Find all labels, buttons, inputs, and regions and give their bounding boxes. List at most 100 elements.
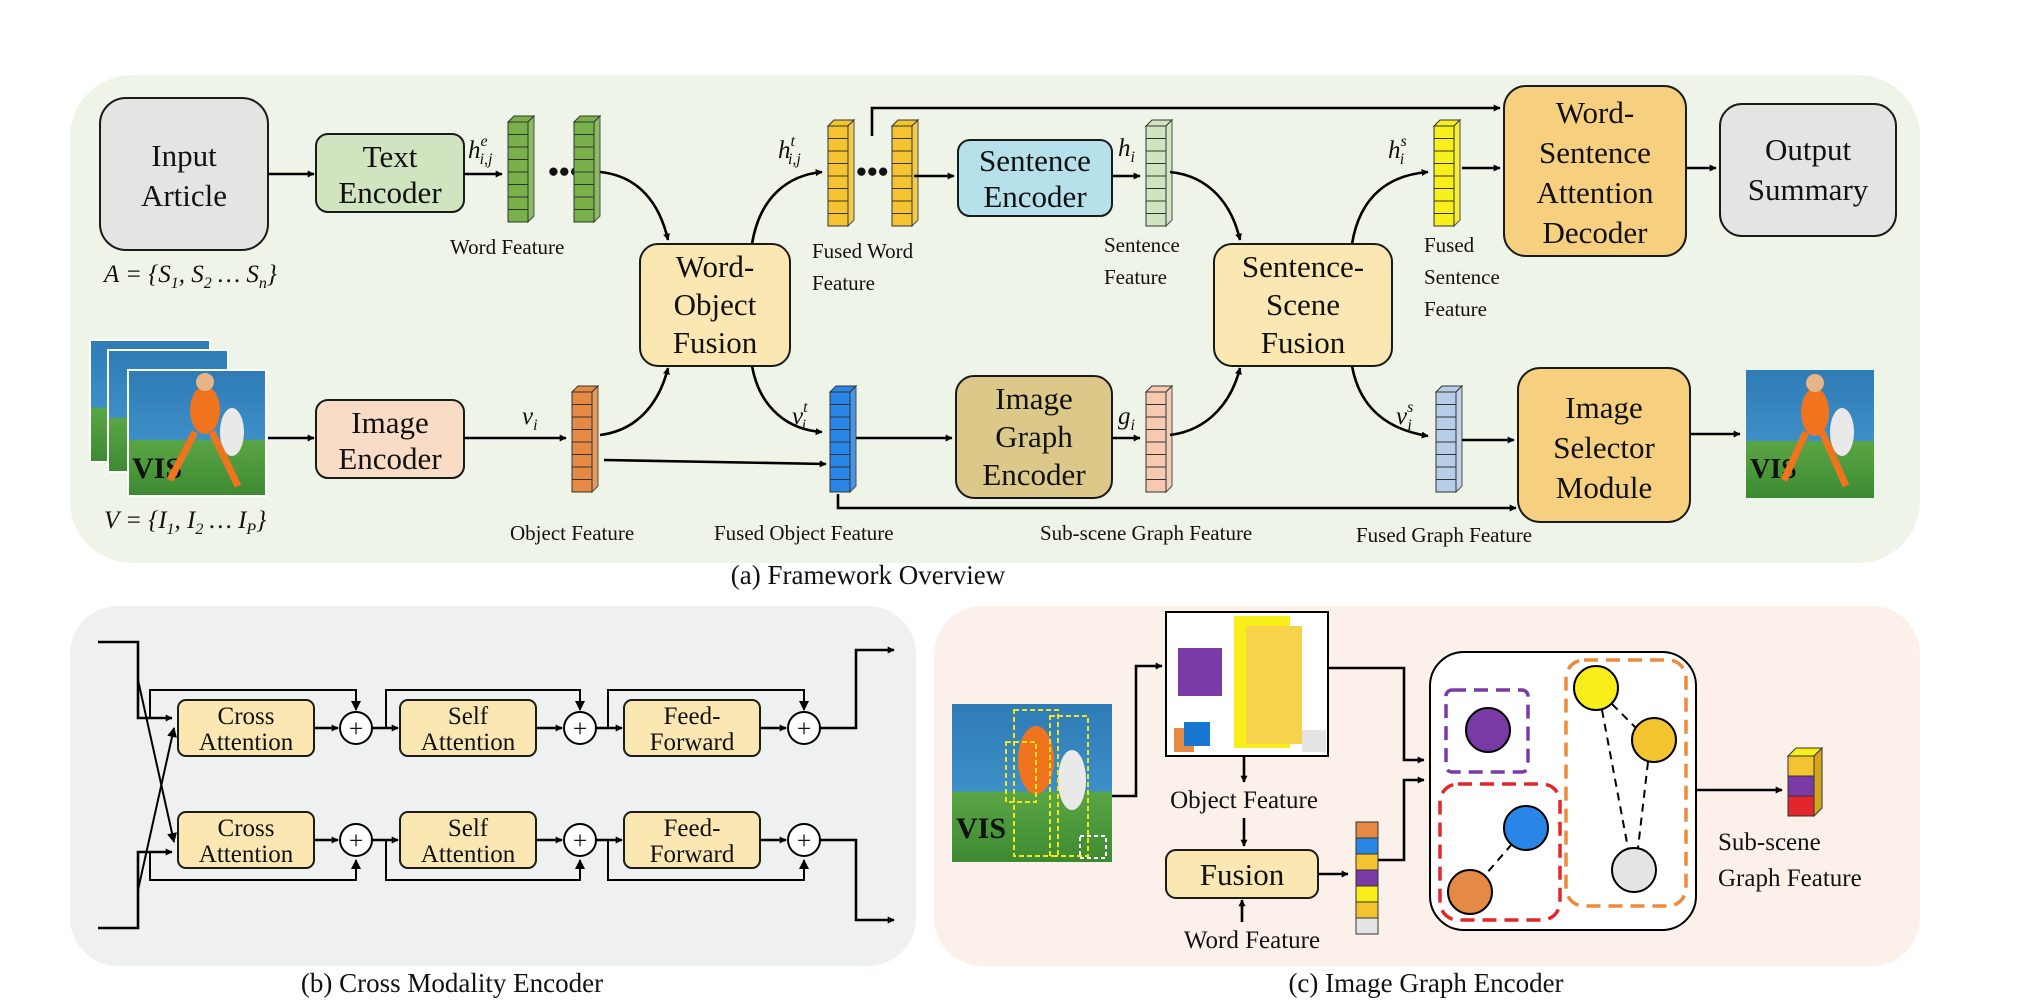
svg-text:+: +	[797, 716, 811, 743]
word-feature-stack-2	[572, 114, 602, 224]
subscene-graph	[1429, 651, 1697, 931]
self-attention-top: Self Attention	[399, 699, 537, 757]
word-sentence-attention-decoder-box: Word- Sentence Attention Decoder	[1503, 85, 1687, 257]
word-feature-c-label: Word Feature	[1184, 927, 1320, 954]
input-images: VIS	[89, 339, 267, 497]
decoder-line4: Decoder	[1543, 215, 1649, 250]
text-encoder-line2: Encoder	[338, 175, 442, 210]
caption-a: (a) Framework Overview	[731, 560, 1006, 590]
image-encoder-line2: Encoder	[338, 441, 442, 476]
article-set-formula: A = {S1, S2 … Sn}	[102, 261, 277, 292]
word-object-fusion-box: Word- Object Fusion	[639, 243, 791, 367]
svg-text:Attention: Attention	[199, 729, 294, 756]
ige-line2: Graph	[995, 419, 1073, 454]
svg-text:Attention: Attention	[421, 841, 516, 868]
graph-node-yellow	[1573, 665, 1619, 711]
sentence-feature-stack	[1144, 118, 1174, 228]
subscene-c-label-line2: Graph Feature	[1718, 865, 1862, 892]
svg-text:Attention: Attention	[421, 729, 516, 756]
fused-word-label-line2: Feature	[812, 271, 875, 295]
arrow-wof-to-fused-object	[750, 365, 823, 436]
fused-sentence-label-line1: Fused	[1424, 233, 1475, 257]
svg-text:+: +	[573, 716, 587, 743]
sentence-scene-fusion-box: Sentence- Scene Fusion	[1213, 243, 1393, 367]
fused-object-stack	[828, 384, 858, 494]
ssf-line1: Sentence-	[1242, 249, 1364, 284]
caption-b: (b) Cross Modality Encoder	[301, 968, 603, 998]
svg-text:+: +	[797, 828, 811, 855]
arrow-object-feature-to-fused-object	[603, 458, 827, 468]
graph-node-blue	[1503, 805, 1549, 851]
sentence-encoder-line1: Sentence	[979, 143, 1091, 178]
text-encoder-box: Text Encoder	[315, 133, 465, 213]
wof-line2: Object	[674, 287, 757, 322]
arrow-fused-object-to-selector	[836, 494, 1517, 512]
sentence-feature-label-line1: Sentence	[1104, 233, 1180, 257]
svg-text:Cross: Cross	[218, 815, 275, 842]
arrow-wof-to-fused-word	[750, 169, 823, 245]
fused-word-ellipsis: •••	[856, 154, 889, 189]
caption-c: (c) Image Graph Encoder	[1288, 968, 1563, 998]
svg-text:Self: Self	[448, 703, 489, 730]
arrow-stack-to-graph	[1378, 776, 1425, 862]
self-attention-bottom: Self Attention	[399, 811, 537, 869]
fusion-label: Fusion	[1200, 857, 1285, 892]
feed-forward-bottom: Feed- Forward	[623, 811, 761, 869]
graph-node-purple	[1465, 707, 1511, 753]
text-encoder-line1: Text	[363, 139, 418, 174]
subscene-feature-stack	[1144, 384, 1174, 494]
output-line-bottom	[820, 838, 895, 924]
svg-text:Feed-: Feed-	[664, 703, 721, 730]
fused-word-stack-2	[890, 118, 920, 228]
ssf-line3: Fusion	[1261, 325, 1346, 360]
subscene-c-label-line1: Sub-scene	[1718, 829, 1821, 856]
input-article-line2: Article	[141, 178, 227, 213]
wof-line3: Fusion	[673, 325, 758, 360]
svg-text:Feed-: Feed-	[664, 815, 721, 842]
arrow-sentence-feature-to-ssf	[1169, 170, 1243, 241]
arrow-object-map-to-graph	[1328, 666, 1425, 764]
ige-line3: Encoder	[982, 457, 1086, 492]
wof-line1: Word-	[676, 249, 754, 284]
graph-node-gold	[1631, 717, 1677, 763]
svg-text:Forward: Forward	[650, 729, 735, 756]
selector-line2: Selector	[1553, 430, 1655, 465]
symbol-g-i: gi	[1118, 403, 1135, 434]
fused-sentence-stack	[1432, 118, 1462, 228]
detection-image: VIS	[952, 704, 1112, 862]
decoder-line2: Sentence	[1539, 135, 1651, 170]
svg-text:Cross: Cross	[218, 703, 275, 730]
arrow-fused-word-to-decoder	[870, 104, 1501, 136]
subscene-graph-feature-stack	[1786, 746, 1824, 818]
add-node-top-1: +	[339, 711, 373, 745]
subscene-feature-label: Sub-scene Graph Feature	[1040, 521, 1252, 545]
panel-b-background	[70, 606, 916, 966]
residual-top-1	[149, 689, 361, 718]
fused-graph-label: Fused Graph Feature	[1356, 523, 1532, 547]
image-encoder-line1: Image	[351, 405, 428, 440]
output-summary-line2: Summary	[1748, 172, 1869, 207]
svg-text:Forward: Forward	[650, 841, 735, 868]
arrow-ssf-to-fused-graph	[1350, 365, 1429, 439]
residual-top-2	[385, 689, 585, 728]
svg-text:+: +	[349, 716, 363, 743]
selector-line1: Image	[1565, 390, 1642, 425]
arrow-image-to-object-map	[1112, 662, 1163, 798]
input-article-line1: Input	[151, 138, 217, 173]
cross-attention-top: Cross Attention	[177, 699, 315, 757]
sentence-encoder-line2: Encoder	[983, 179, 1087, 214]
selector-line3: Module	[1556, 470, 1652, 505]
sentence-encoder-box: Sentence Encoder	[957, 139, 1113, 217]
fused-word-stack-1	[826, 118, 856, 228]
residual-bottom-2	[385, 840, 585, 881]
object-map	[1165, 611, 1329, 757]
input-article-box: Input Article	[99, 97, 269, 251]
output-summary-box: Output Summary	[1719, 103, 1897, 237]
image-selector-module-box: Image Selector Module	[1517, 367, 1691, 523]
word-feature-stack-1	[506, 114, 536, 224]
arrow-ssf-to-fused-sentence	[1350, 169, 1429, 245]
